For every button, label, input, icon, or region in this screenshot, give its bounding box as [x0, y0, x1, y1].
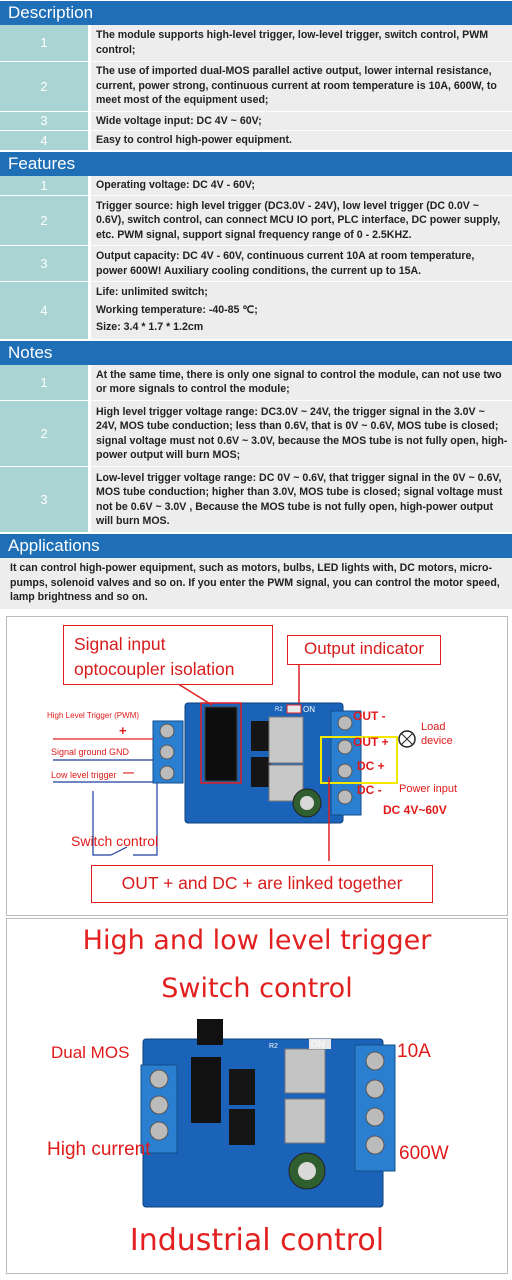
signal-input-label: Signal input	[74, 634, 166, 654]
row-text: Output capacity: DC 4V - 60V, continuous…	[89, 245, 512, 282]
row-number: 1	[0, 25, 91, 62]
device-label: device	[421, 735, 453, 747]
features-header: Features	[0, 150, 512, 176]
row-text: Easy to control high-power equipment.	[89, 130, 512, 151]
board-r2-label: R2	[275, 707, 283, 713]
row-number: 4	[0, 281, 91, 340]
promo-board-on-label: ON	[311, 1039, 325, 1049]
row-number: 2	[0, 195, 91, 246]
row-number: 3	[0, 245, 91, 282]
row-number: 2	[0, 61, 91, 112]
promo-board-r2-label: R2	[269, 1043, 278, 1050]
high-current-label: High current	[47, 1139, 151, 1160]
load-label: Load	[421, 721, 446, 733]
amps-label: 10A	[397, 1041, 431, 1062]
wiring-diagram: Signal input optocoupler isolation Outpu…	[6, 616, 508, 916]
promo-panel: High and low level trigger Switch contro…	[6, 918, 508, 1274]
row-number: 3	[0, 466, 91, 533]
dual-mos-label: Dual MOS	[51, 1043, 130, 1062]
row-text: The module supports high-level trigger, …	[89, 25, 512, 62]
table-row: 4 Life: unlimited switch; Working temper…	[0, 281, 512, 340]
wiring-illustration	[53, 661, 416, 861]
life-line: Life: unlimited switch;	[96, 286, 208, 298]
promo-title-line2: Switch control	[161, 973, 353, 1004]
applications-header: Applications	[0, 533, 512, 558]
out-plus-label: OUT +	[353, 735, 389, 749]
row-text: Life: unlimited switch; Working temperat…	[89, 281, 512, 340]
signal-ground-label: Signal ground GND	[51, 747, 130, 757]
module-photo	[140, 1019, 396, 1208]
board-on-label: ON	[303, 705, 315, 714]
dc-minus-label: DC -	[357, 783, 382, 797]
row-number: 2	[0, 400, 91, 467]
row-text: Operating voltage: DC 4V - 60V;	[89, 175, 512, 196]
promo-title-line1: High and low level trigger	[82, 925, 432, 956]
dc-plus-label: DC +	[357, 759, 385, 773]
row-number: 4	[0, 130, 91, 151]
watts-label: 600W	[399, 1143, 449, 1164]
row-number: 1	[0, 175, 91, 196]
row-text: Low-level trigger voltage range: DC 0V ~…	[89, 466, 512, 533]
row-text: Trigger source: high level trigger (DC3.…	[89, 195, 512, 246]
output-indicator-callout: Output indicator	[287, 635, 441, 665]
size-line: Size: 3.4 * 1.7 * 1.2cm	[96, 321, 204, 333]
description-header: Description	[0, 0, 512, 25]
high-trigger-label: High Level Trigger (PWM)	[47, 711, 140, 720]
row-text: At the same time, there is only one sign…	[89, 364, 512, 401]
plus-sign: +	[119, 723, 127, 738]
temperature-line: Working temperature: -40-85 ℃;	[96, 303, 258, 316]
linked-callout: OUT + and DC + are linked together	[91, 865, 433, 903]
power-input-label: Power input	[399, 783, 458, 795]
optocoupler-label: optocoupler isolation	[74, 659, 235, 679]
row-number: 1	[0, 364, 91, 401]
industrial-control-label: Industrial control	[129, 1223, 385, 1258]
out-minus-label: OUT -	[353, 709, 386, 723]
row-text: The use of imported dual-MOS parallel ac…	[89, 61, 512, 112]
dc-range-label: DC 4V~60V	[383, 803, 447, 817]
low-trigger-label: Low level trigger	[51, 770, 117, 780]
applications-text: It can control high-power equipment, suc…	[0, 558, 512, 609]
signal-input-callout: Signal input optocoupler isolation	[63, 625, 273, 685]
notes-header: Notes	[0, 339, 512, 365]
switch-control-label: Switch control	[71, 833, 159, 849]
row-text: Wide voltage input: DC 4V ~ 60V;	[89, 111, 512, 131]
row-text: High level trigger voltage range: DC3.0V…	[89, 400, 512, 467]
row-number: 3	[0, 111, 91, 131]
minus-sign: —	[123, 767, 134, 779]
applications-section: Applications It can control high-power e…	[0, 533, 512, 609]
